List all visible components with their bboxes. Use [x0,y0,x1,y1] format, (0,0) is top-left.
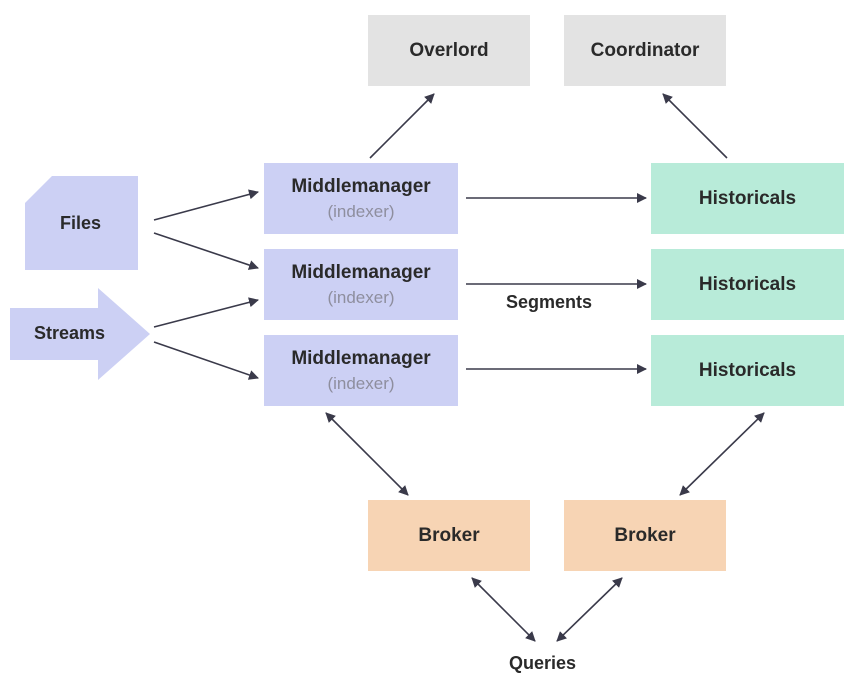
segments-label: Segments [506,292,593,312]
arrow-files-mm2 [153,232,259,270]
arrow-mm-overlord [369,93,435,159]
queries-label: Queries [509,653,577,673]
files-shape [25,176,138,270]
middlemanager-label: Middlemanager [291,348,431,369]
arrow-historicals-coordinator [662,93,728,159]
middlemanager-node: Middlemanager (indexer) [264,163,458,234]
broker-label: Broker [418,524,480,546]
historicals-label: Historicals [698,187,797,209]
overlord-label: Overlord [409,39,489,61]
arrow-streams-mm3 [153,341,259,380]
broker-node: Broker [564,500,726,571]
middlemanager-label: Middlemanager [291,262,431,283]
historicals-node: Historicals [651,249,844,320]
indexer-label: (indexer) [327,287,395,307]
coordinator-label: Coordinator [590,39,700,61]
arrow-files-mm1 [153,189,259,221]
streams-label: Streams [34,323,106,343]
historicals-node: Historicals [651,335,844,406]
historicals-label: Historicals [698,359,797,381]
files-label: Files [60,213,102,233]
arrow-broker1-queries [471,577,536,642]
arrow-streams-mm2 [153,297,259,328]
middlemanager-node: Middlemanager (indexer) [264,249,458,320]
arrow-mm-broker [325,412,409,496]
broker-label: Broker [614,524,676,546]
arrow-historicals-broker [679,412,765,496]
middlemanager-node: Middlemanager (indexer) [264,335,458,406]
coordinator-node: Coordinator [564,15,726,86]
middlemanager-label: Middlemanager [291,176,431,197]
historicals-node: Historicals [651,163,844,234]
indexer-label: (indexer) [327,373,395,393]
overlord-node: Overlord [368,15,530,86]
streams-shape [10,288,150,380]
historicals-label: Historicals [698,273,797,295]
indexer-label: (indexer) [327,201,395,221]
broker-node: Broker [368,500,530,571]
arrow-broker2-queries [556,577,623,642]
